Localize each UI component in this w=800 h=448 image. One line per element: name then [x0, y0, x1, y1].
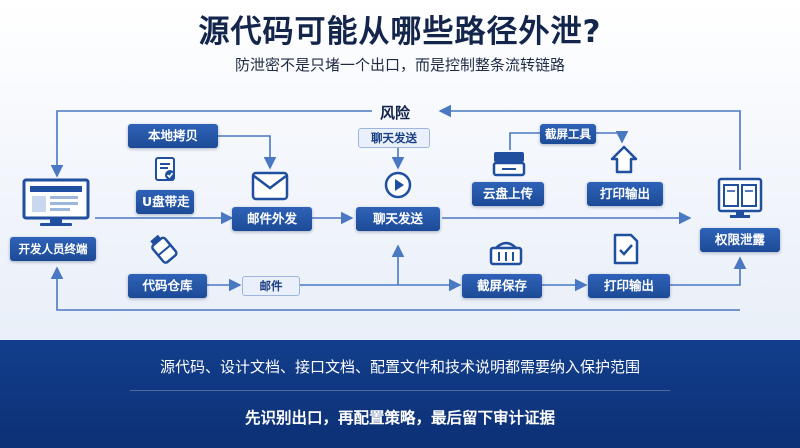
page-subtitle: 防泄密不是只堵一个出口，而是控制整条流转链路: [234, 56, 565, 74]
node-screenshot-save: 截屏保存: [462, 274, 542, 298]
node-usb: U盘带走: [136, 190, 194, 214]
document-check-icon: [155, 157, 175, 181]
node-permission-leak: 权限泄露: [700, 228, 780, 252]
node-chat-send: 聊天发送: [356, 207, 440, 231]
mail-icon: [251, 171, 289, 201]
node-screenshot-tool: 截屏工具: [540, 124, 596, 144]
document-checkmark-icon: [613, 233, 639, 265]
monitor-icon: [22, 178, 90, 226]
cloud-box-icon: [492, 152, 526, 177]
node-email-tag: 邮件: [242, 276, 300, 296]
play-circle-icon: [384, 171, 412, 199]
book-monitor-icon: [717, 177, 763, 218]
usb-drive-icon: [150, 234, 178, 264]
footer-banner: 源代码、设计文档、接口文档、配置文件和技术说明都需要纳入保护范围 先识别出口，再…: [0, 340, 800, 448]
page-title: 源代码可能从哪些路径外泄?: [198, 14, 602, 50]
node-chat-send-tag: 聊天发送: [358, 128, 430, 148]
footer-divider: [130, 390, 670, 391]
home-upload-icon: [610, 145, 638, 174]
footer-line-1: 源代码、设计文档、接口文档、配置文件和技术说明都需要纳入保护范围: [159, 358, 640, 376]
footer-line-2: 先识别出口，再配置策略，最后留下审计证据: [244, 409, 555, 427]
node-local-copy: 本地拷贝: [128, 124, 218, 148]
flow-connectors: [50, 104, 747, 311]
risk-label: 风险: [380, 104, 411, 122]
node-code-repo: 代码仓库: [128, 274, 207, 298]
node-dev-terminal: 开发人员终端: [10, 237, 96, 261]
node-cloud-upload: 云盘上传: [472, 182, 544, 206]
node-print-out-top: 打印输出: [587, 182, 663, 206]
node-email-out: 邮件外发: [232, 207, 312, 231]
basket-icon: [489, 241, 523, 266]
node-print-out-bottom: 打印输出: [588, 274, 670, 298]
